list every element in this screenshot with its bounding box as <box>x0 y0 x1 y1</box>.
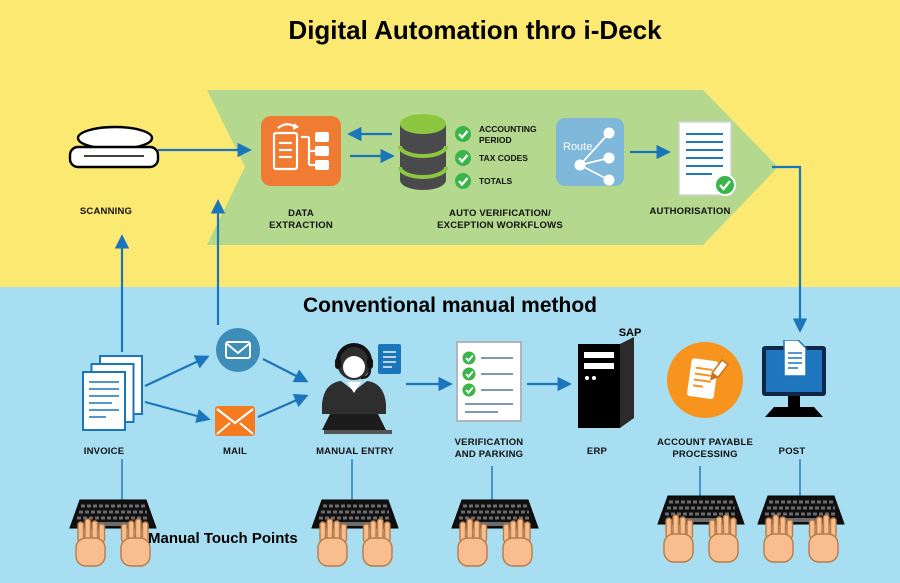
keyboard-hands-icon <box>68 498 158 577</box>
account-payable-icon <box>666 341 744 424</box>
scanning-label: SCANNING <box>79 206 133 217</box>
account-payable-label: ACCOUNT PAYABLE PROCESSING <box>656 437 754 460</box>
verification-label: VERIFICATION AND PARKING <box>454 437 524 460</box>
manual-touch-points-label: Manual Touch Points <box>148 530 298 547</box>
erp-label: ERP <box>586 446 608 457</box>
keyboard-hands-icon <box>450 498 540 577</box>
mail-label: MAIL <box>222 446 248 457</box>
manual-section-title: Conventional manual method <box>302 294 598 317</box>
verification-document-icon <box>456 341 524 428</box>
route-label: Route <box>563 141 592 153</box>
authorised-document-icon <box>678 121 738 206</box>
database-icon <box>397 112 449 197</box>
erp-server-icon <box>576 336 638 435</box>
keyboard-hands-icon <box>656 494 746 573</box>
keyboard-hands-icon <box>310 498 400 577</box>
data-extraction-label: DATA EXTRACTION <box>269 208 333 231</box>
manual-section-background <box>0 287 900 583</box>
manual-entry-label: MANUAL ENTRY <box>316 446 394 457</box>
email-icon <box>215 327 261 378</box>
check-label-accounting-period: ACCOUNTING PERIOD <box>479 124 537 145</box>
check-label-totals: TOTALS <box>479 176 513 186</box>
keyboard-hands-icon <box>756 494 846 573</box>
authorisation-label: AUTHORISATION <box>649 206 731 217</box>
auto-verification-label: AUTO VERIFICATION/ EXCEPTION WORKFLOWS <box>437 208 563 231</box>
page-title: Digital Automation thro i-Deck <box>288 15 662 45</box>
invoice-label: INVOICE <box>83 446 125 457</box>
scanner-icon <box>68 124 160 179</box>
mail-envelope-icon <box>215 406 255 441</box>
verification-check-icons <box>455 126 471 189</box>
route-node-icon: Route <box>556 118 624 191</box>
post-monitor-icon <box>760 339 832 435</box>
manual-entry-operator-icon <box>312 340 404 441</box>
check-label-tax-codes: TAX CODES <box>479 153 528 163</box>
post-label: POST <box>778 446 806 457</box>
sap-label: SAP <box>618 327 642 339</box>
data-extraction-icon <box>261 116 341 191</box>
invoice-stack-icon <box>82 355 144 440</box>
